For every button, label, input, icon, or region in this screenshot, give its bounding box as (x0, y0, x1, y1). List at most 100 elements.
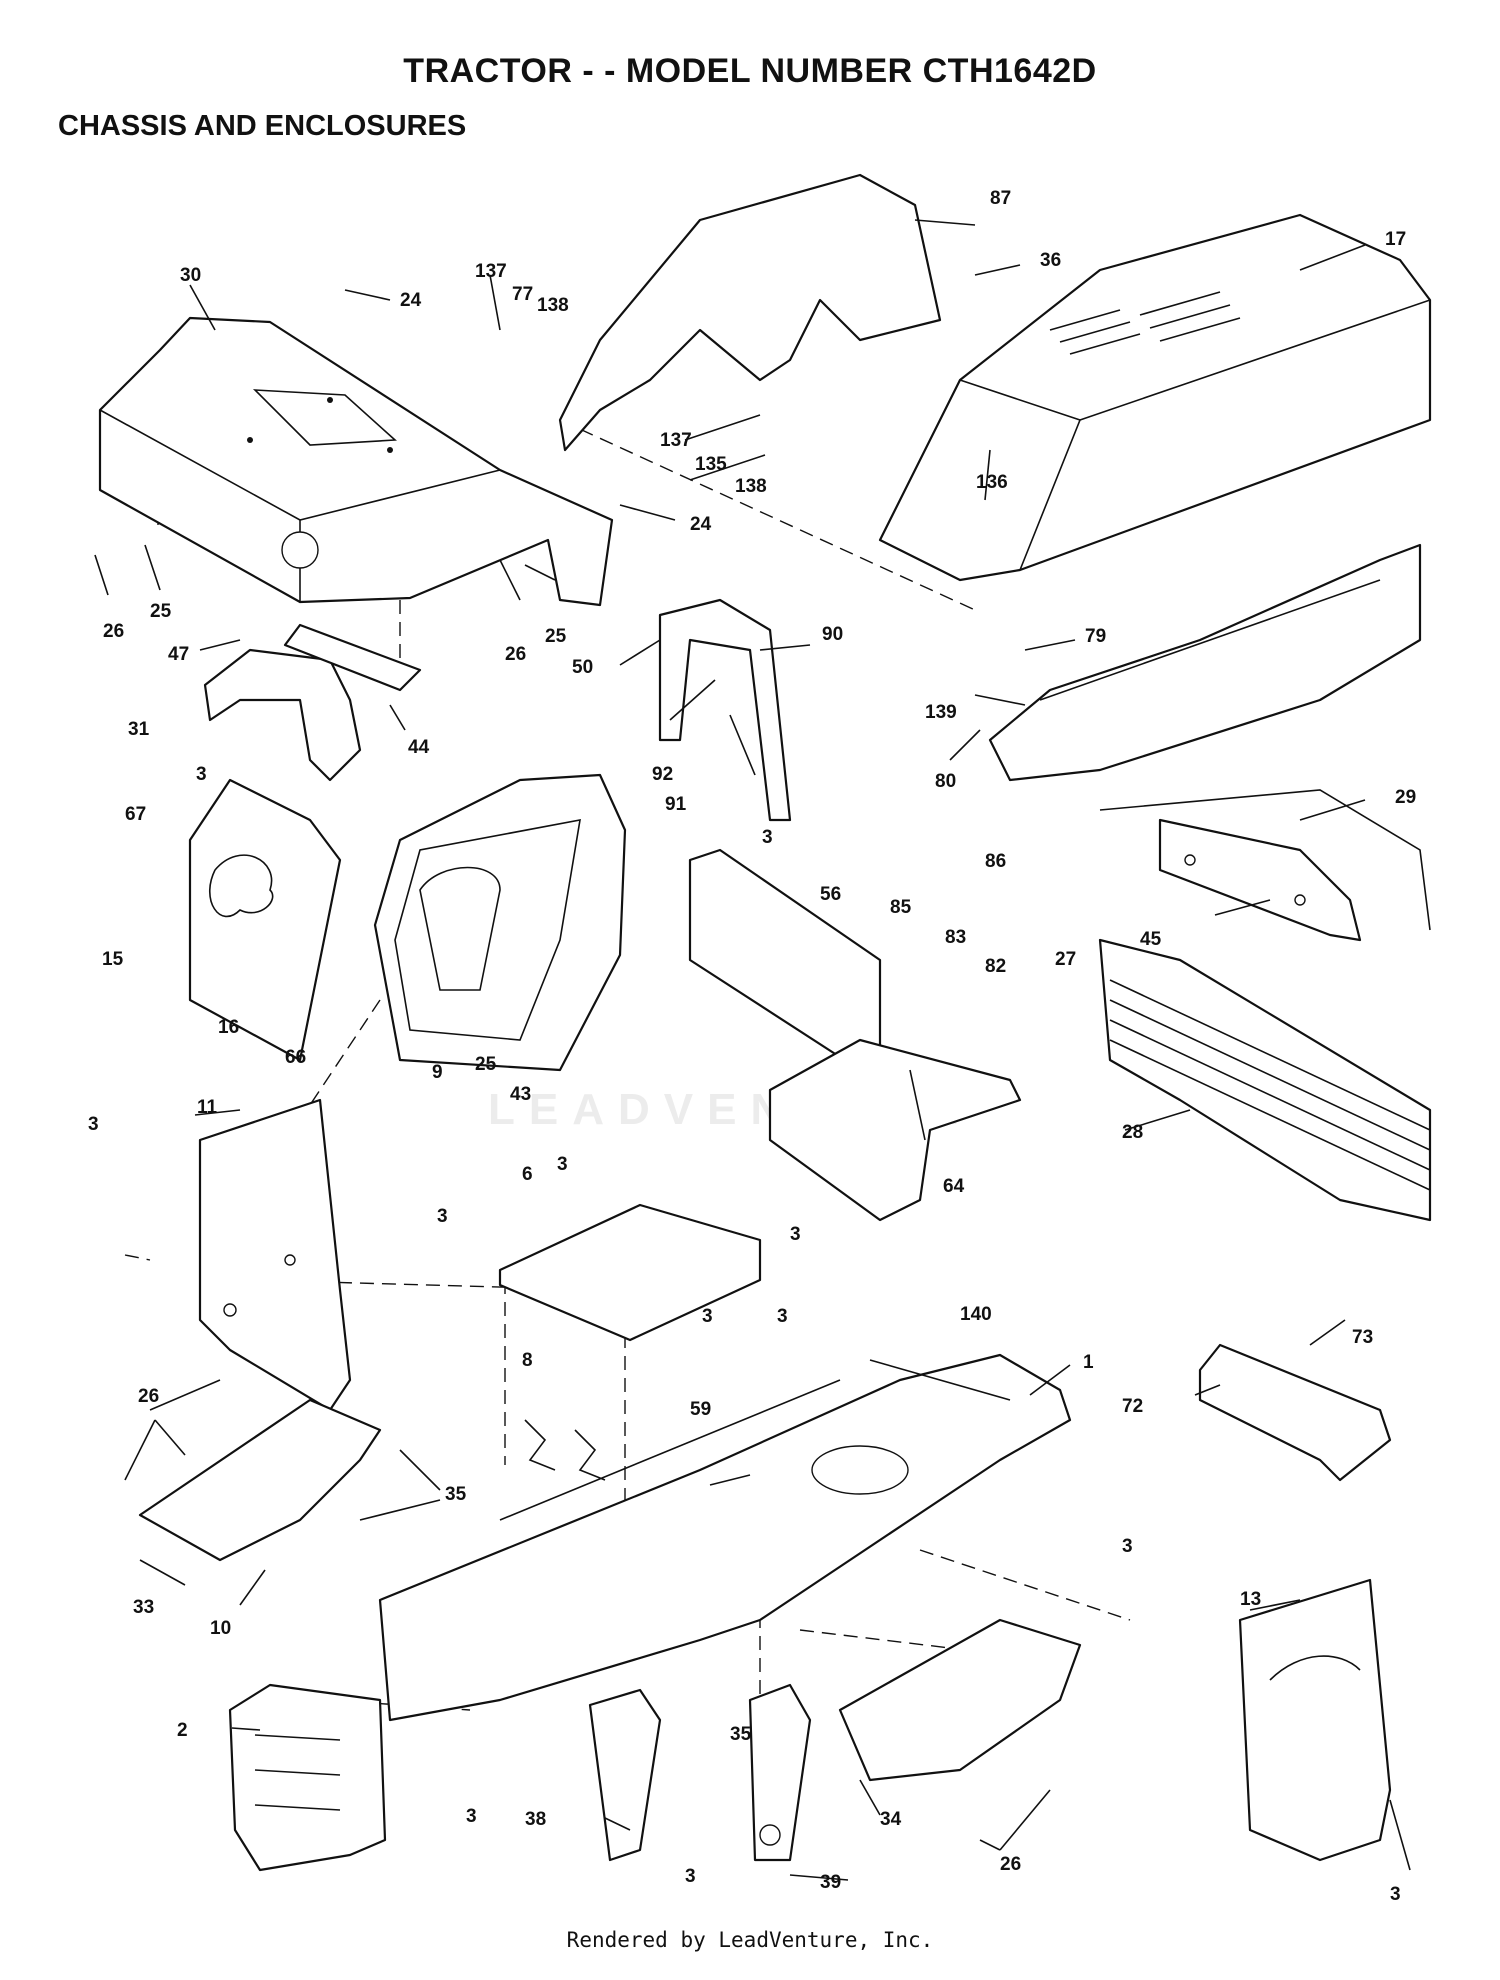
callout-24b: 24 (690, 514, 712, 535)
part-29-rail (1099, 789, 1431, 931)
callout-86: 86 (985, 851, 1006, 872)
part-64-mount (768, 1038, 1022, 1222)
callout-44: 44 (408, 737, 430, 758)
part-56-bracket (688, 848, 882, 1072)
callout-91: 91 (665, 794, 687, 815)
callout-15: 15 (102, 949, 124, 970)
callout-82: 82 (985, 956, 1006, 977)
part-13-side-plate (1238, 1578, 1392, 1862)
callout-138b: 138 (735, 476, 767, 497)
callout-3b: 3 (762, 827, 773, 848)
callout-73: 73 (1352, 1327, 1373, 1348)
callout-64: 64 (943, 1176, 965, 1197)
callout-33: 33 (133, 1597, 154, 1618)
callout-3: 3 (196, 764, 207, 785)
callout-2: 2 (177, 1720, 188, 1741)
part-87-side-panel (558, 173, 942, 452)
part-31-bracket (203, 648, 362, 782)
leader-lines (94, 219, 1411, 1881)
callout-28: 28 (1122, 1122, 1143, 1143)
part-72-bracket (1198, 1343, 1392, 1482)
callout-139: 139 (925, 702, 957, 723)
part-9-console (373, 773, 627, 1072)
part-17-hood (878, 213, 1432, 582)
callout-26c: 26 (138, 1386, 159, 1407)
callout-35b: 35 (730, 1724, 752, 1745)
callout-36: 36 (1040, 250, 1061, 271)
callout-67: 67 (125, 804, 146, 825)
callout-56: 56 (820, 884, 841, 905)
callout-137b: 137 (660, 430, 692, 451)
callout-10: 10 (210, 1618, 231, 1639)
page-title: TRACTOR - - MODEL NUMBER CTH1642D (403, 52, 1097, 90)
callout-45: 45 (1140, 929, 1162, 950)
part-8-clips (524, 1419, 606, 1481)
callout-3c: 3 (88, 1114, 99, 1135)
part-45-bracket (1158, 818, 1362, 942)
callout-25c: 25 (475, 1054, 497, 1075)
callout-17: 17 (1385, 229, 1406, 250)
callout-39: 39 (820, 1872, 841, 1893)
callout-77: 77 (512, 284, 533, 305)
part-33-shield (138, 1398, 382, 1562)
part-86-grille (988, 543, 1422, 782)
callout-3f: 3 (790, 1224, 801, 1245)
part-28-screen (1098, 938, 1432, 1222)
callout-16: 16 (218, 1017, 239, 1038)
part-34-shield (838, 1618, 1082, 1782)
callout-79: 79 (1085, 626, 1106, 647)
part-11-side-plate (198, 1098, 352, 1412)
rendered-by-footer: Rendered by LeadVenture, Inc. (566, 1928, 934, 1952)
callout-1: 1 (1083, 1352, 1094, 1373)
callout-25b: 25 (545, 626, 567, 647)
callout-3g: 3 (702, 1306, 713, 1327)
part-44-plate (283, 623, 422, 692)
callout-27: 27 (1055, 949, 1076, 970)
callout-6: 6 (522, 1164, 533, 1185)
callout-9: 9 (432, 1062, 443, 1083)
callout-13: 13 (1240, 1589, 1261, 1610)
callout-50: 50 (572, 657, 593, 678)
callout-25: 25 (150, 601, 172, 622)
part-66-cover (188, 778, 342, 1062)
callout-138: 138 (537, 295, 569, 316)
callout-135: 135 (695, 454, 727, 475)
callout-35: 35 (445, 1484, 467, 1505)
part-30-dash-tower (98, 316, 614, 607)
part-callouts: 87 17 36 30 137 77 138 24 137 135 138 13… (88, 188, 1416, 1905)
callout-30: 30 (180, 265, 201, 286)
callout-3e: 3 (437, 1206, 448, 1227)
callout-3h: 3 (777, 1306, 788, 1327)
callout-26d: 26 (1000, 1854, 1021, 1875)
callout-43: 43 (510, 1084, 531, 1105)
callout-47: 47 (168, 644, 189, 665)
callout-11: 11 (197, 1097, 218, 1118)
callout-72: 72 (1122, 1396, 1143, 1417)
callout-24: 24 (400, 290, 422, 311)
callout-85: 85 (890, 897, 912, 918)
callout-26: 26 (103, 621, 124, 642)
callout-66: 66 (285, 1047, 306, 1068)
callout-92: 92 (652, 764, 673, 785)
callout-59: 59 (690, 1399, 711, 1420)
part-6-cover-plate (498, 1203, 762, 1342)
callout-26b: 26 (505, 644, 526, 665)
callout-90: 90 (822, 624, 843, 645)
part-2-front-plate (228, 1683, 387, 1872)
part-38-39-brackets (588, 1683, 812, 1862)
callout-31: 31 (128, 719, 150, 740)
part-50-bracket (658, 598, 792, 822)
callout-87: 87 (990, 188, 1011, 209)
callout-3i: 3 (1122, 1536, 1133, 1557)
callout-3l: 3 (1390, 1884, 1401, 1905)
callout-29: 29 (1395, 787, 1416, 808)
section-title: CHASSIS AND ENCLOSURES (58, 110, 467, 142)
callout-136: 136 (976, 472, 1008, 493)
callout-3d: 3 (557, 1154, 568, 1175)
callout-38: 38 (525, 1809, 546, 1830)
part-1-frame (378, 1353, 1072, 1722)
callout-80: 80 (935, 771, 956, 792)
callout-3k: 3 (685, 1866, 696, 1887)
callout-137: 137 (475, 261, 507, 282)
